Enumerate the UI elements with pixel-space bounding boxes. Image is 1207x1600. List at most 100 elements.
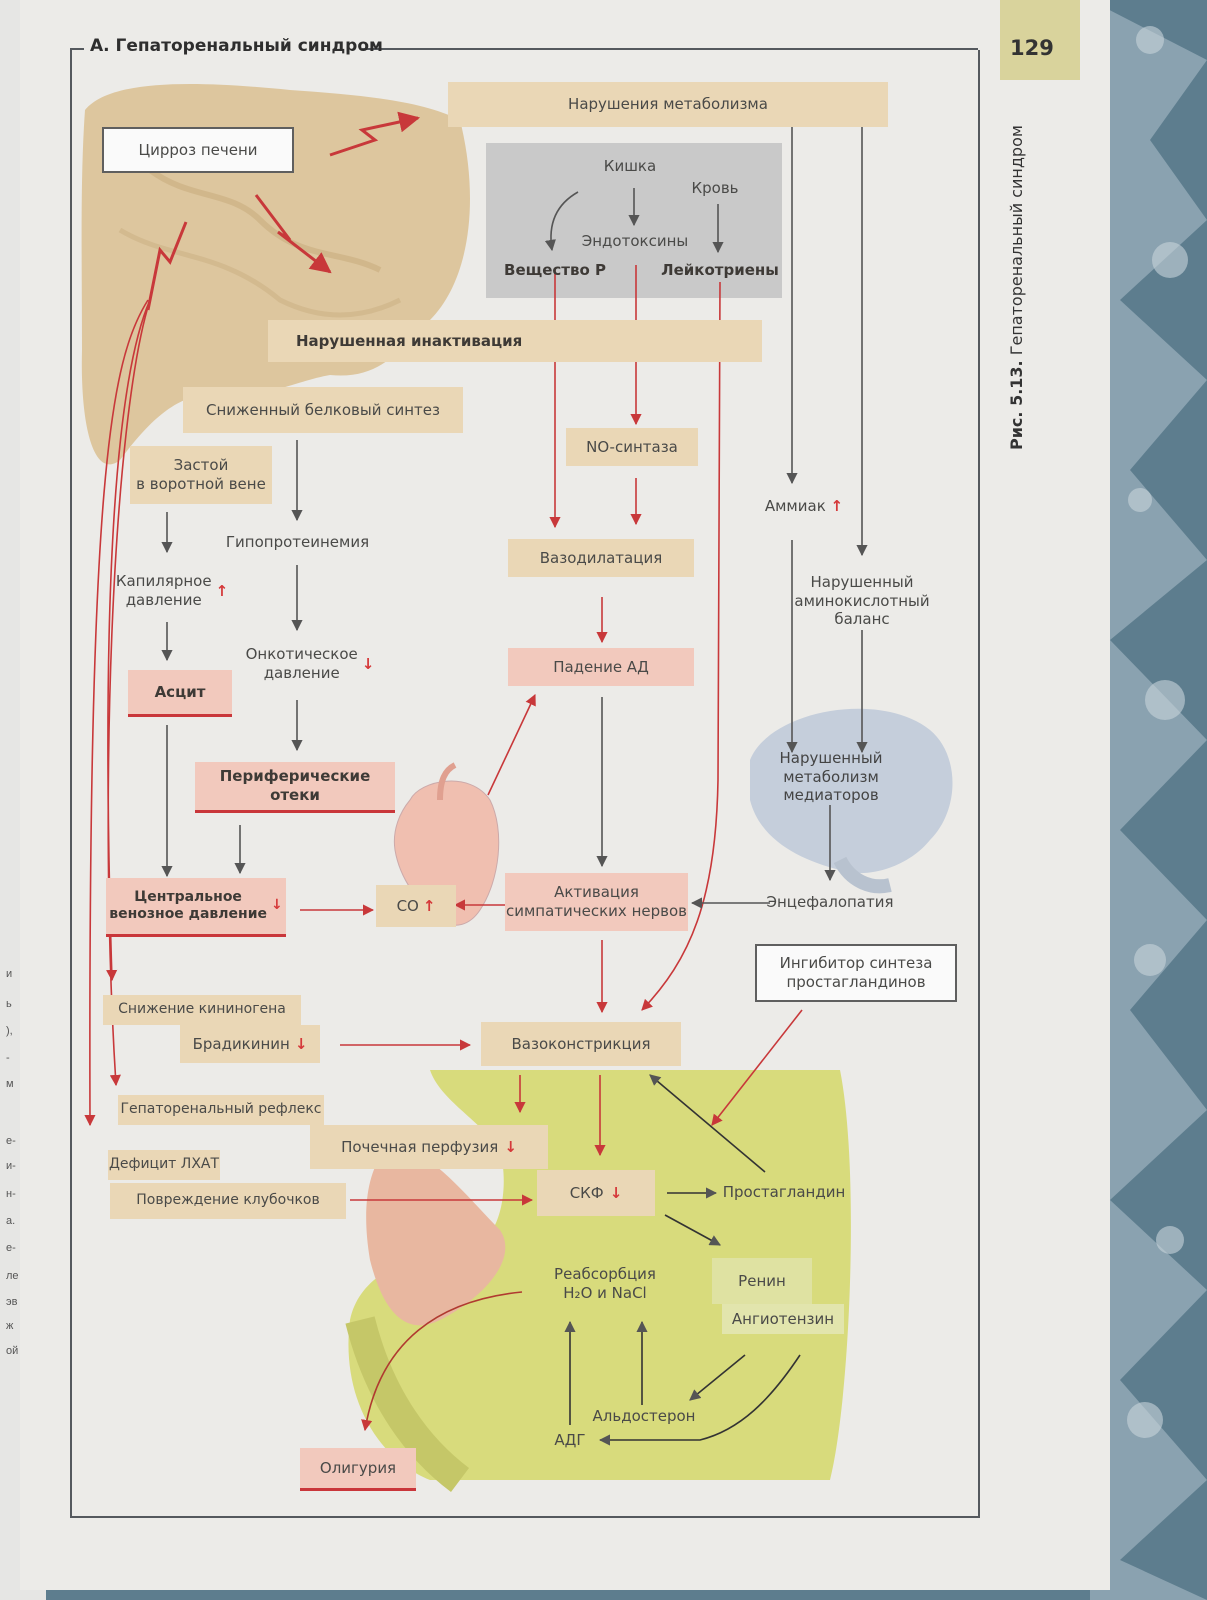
renal-perfusion-label: Почечная перфузия [341,1137,499,1156]
arrow-angiotensin-aldosterone [689,1354,746,1401]
adh-label: АДГ [554,1430,586,1449]
adh-node: АДГ [548,1428,592,1452]
hypoproteinemia-node: Гипопротеинемия [225,530,370,554]
margin-fragment: ь [6,998,12,1010]
brain-illustration [750,708,953,874]
co-up-icon: ↑ [422,896,436,915]
blood-label: Кровь [680,177,750,199]
no-synthase-label: NO-синтаза [586,437,678,456]
cvp-box: Центральное венозное давление↓ [106,878,286,937]
margin-fragment: а. [6,1215,16,1227]
damage-bolt [329,111,421,157]
glomerular-damage-box: Повреждение клубочков [110,1183,346,1219]
margin-fragment: е- [6,1135,16,1147]
kininogen-label: Снижение кининогена [118,1001,286,1018]
margin-fragment: м [6,1078,14,1090]
oncotic-down-icon: ↓ [361,654,375,673]
peripheral-edema-label: Периферические отеки [219,767,371,804]
margin-fragment: е- [6,1242,16,1254]
encephalopathy-node: Энцефалопатия [767,890,894,914]
frame-top-line [70,48,84,50]
renal-pelvis [366,1140,506,1326]
capillary-up-icon: ↑ [215,581,229,600]
aldosterone-label: Альдостерон [592,1406,696,1425]
lcat-deficiency-label: Дефицит ЛХАТ [108,1156,220,1173]
figure-frame [70,50,980,1518]
leukotrienes-text: Лейкотриены [661,260,779,279]
bradykinin-down-icon: ↓ [294,1034,308,1053]
liver-texture [118,227,402,318]
no-synthase-box: NO-синтаза [566,428,698,466]
sympathetic-activation-box: Активация симпатических нервов [505,873,688,931]
hepatorenal-reflex-label: Гепаторенальный рефлекс [120,1101,322,1118]
cvp-down-icon: ↓ [271,897,283,914]
metabolism-disorder-label: Нарушения метаболизма [568,95,768,114]
heart-vessel [437,762,457,801]
mediator-metabolism-node: Нарушенный метаболизм медиаторов [738,749,924,805]
ascites-box: Асцит [128,670,232,717]
oliguria-box: Олигурия [300,1448,416,1491]
vasoconstriction-label: Вазоконстрикция [511,1034,651,1053]
pg-inhibitor-box: Ингибитор синтеза простагландинов [755,944,957,1002]
arrow-to-lcat [84,299,149,1127]
arrow-leukotrienes-vasoconstriction [641,281,721,1011]
glomerular-damage-label: Повреждение клубочков [136,1192,320,1209]
perfusion-down-icon: ↓ [504,1137,517,1156]
vasodilation-box: Вазодилатация [508,539,694,577]
ascites-label: Асцит [154,682,206,701]
reabsorption-label-2: H₂O и NaCl [563,1284,647,1302]
renin-label: Ренин [738,1271,786,1290]
damage-bolt [254,194,332,274]
ammonia-node: Аммиак ↑ [755,494,853,518]
page-number-tab: 129 [1000,0,1080,80]
cirrhosis-box: Цирроз печени [102,127,294,173]
vasoconstriction-box: Вазоконстрикция [481,1022,681,1066]
liver-texture [148,167,382,273]
brain-stem [833,856,892,894]
bp-drop-label: Падение АД [553,657,649,676]
encephalopathy-label: Энцефалопатия [766,892,894,911]
leukotrienes-label: Лейкотриены [660,258,780,282]
margin-fragment: и [6,968,13,980]
arrow-prostaglandin-vasoconstriction [649,1074,766,1173]
renin-box: Ренин [712,1258,812,1304]
section-title: А. Гепаторенальный синдром [90,36,383,56]
aldosterone-node: Альдостерон [592,1404,696,1428]
peripheral-edema-box: Периферические отеки [195,762,395,813]
prostaglandin-node: Простагландин [722,1180,846,1204]
metabolism-disorder-box: Нарушения метаболизма [448,82,888,127]
impaired-inactivation-box: Нарушенная инактивация [268,320,762,362]
capillary-pressure-label: Капилярное давление [115,572,212,609]
ammonia-label: Аммиак [764,496,826,515]
margin-fragment: ), [6,1025,13,1037]
cirrhosis-label: Цирроз печени [138,140,258,159]
bradykinin-label: Брадикинин [192,1034,290,1053]
impaired-inactivation-label: Нарушенная инактивация [296,331,523,350]
lcat-deficiency-box: Дефицит ЛХАТ [108,1150,220,1180]
margin-fragment: - [6,1052,10,1064]
frame-top-line [362,48,978,50]
margin-fragment: и- [6,1160,16,1172]
amino-acid-balance-node: Нарушенный аминокислотный баланс [794,568,929,634]
co-label: CO [396,896,419,915]
liver-illustration [81,84,471,465]
margin-fragment: ой [6,1345,19,1357]
intestine-label: Кишка [590,155,670,177]
angiotensin-box: Ангиотензин [722,1304,844,1334]
vasodilation-label: Вазодилатация [539,548,663,567]
reabsorption-label: Реабсорбция [554,1265,656,1284]
portal-stasis-box: Застой в воротной вене [130,446,272,504]
page-number: 129 [1010,36,1054,60]
blood-text: Кровь [691,178,739,197]
kidney-illustration [348,1070,851,1480]
gfr-label: СКФ [569,1183,604,1202]
arrow-heart-bpdrop [487,693,536,796]
arrow-gfr-renin [664,1214,721,1246]
oncotic-pressure-label: Онкотическое давление [245,645,358,682]
hypoproteinemia-label: Гипопротеинемия [225,532,370,551]
pg-inhibitor-label: Ингибитор синтеза простагландинов [779,954,933,991]
arrow-intestine-substance [544,191,579,252]
bradykinin-box: Брадикинин↓ [180,1025,320,1063]
ammonia-up-icon: ↑ [830,496,844,515]
